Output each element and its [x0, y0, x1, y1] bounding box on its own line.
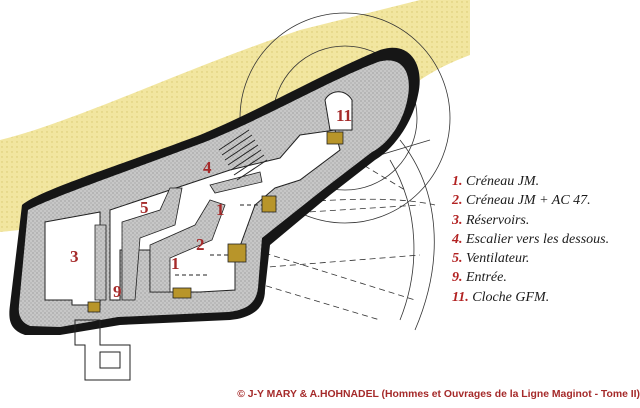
plan-label-11: 11 [336, 106, 352, 125]
plan-label-4: 4 [203, 158, 212, 177]
legend-item: 1. Créneau JM. [452, 172, 638, 191]
legend-number: 5. [452, 251, 463, 267]
legend-text: Créneau JM + AC 47. [466, 193, 591, 209]
legend-number: 9. [452, 270, 463, 286]
stairs [218, 129, 268, 181]
entrance-block [99, 351, 121, 369]
fire-lines [175, 204, 262, 276]
legend-item: 3. Réservoirs. [452, 211, 638, 230]
plan-label-1-upper: 1 [216, 200, 225, 219]
legend-item: 2. Créneau JM + AC 47. [452, 191, 638, 210]
legend-number: 4. [452, 231, 463, 247]
plan-label-3: 3 [70, 247, 79, 266]
plan-label-2: 2 [196, 235, 205, 254]
legend: 1. Créneau JM. 2. Créneau JM + AC 47. 3.… [452, 172, 638, 307]
interior-partitions [94, 171, 263, 301]
plan-label-1-lower: 1 [171, 254, 180, 273]
legend-number: 2. [452, 193, 463, 209]
legend-number: 3. [452, 212, 463, 228]
plan-label-5: 5 [140, 198, 149, 217]
copyright-credit: © J-Y MARY & A.HOHNADEL (Hommes et Ouvra… [237, 389, 640, 400]
legend-item: 9. Entrée. [452, 268, 638, 287]
legend-number: 11. [452, 289, 469, 305]
plan-label-9: 9 [113, 282, 122, 301]
legend-number: 1. [452, 174, 463, 189]
embrasures [87, 131, 344, 313]
legend-text: Réservoirs. [466, 212, 530, 228]
entrance-outline [74, 319, 131, 381]
legend-text: Créneau JM. [466, 174, 540, 189]
legend-item: 5. Ventilateur. [452, 249, 638, 268]
legend-text: Ventilateur. [466, 251, 530, 267]
legend-text: Entrée. [466, 270, 507, 286]
legend-text: Cloche GFM. [472, 289, 550, 305]
legend-text: Escalier vers les dessous. [466, 231, 610, 247]
legend-item: 4. Escalier vers les dessous. [452, 230, 638, 249]
legend-item: 11. Cloche GFM. [452, 288, 638, 307]
